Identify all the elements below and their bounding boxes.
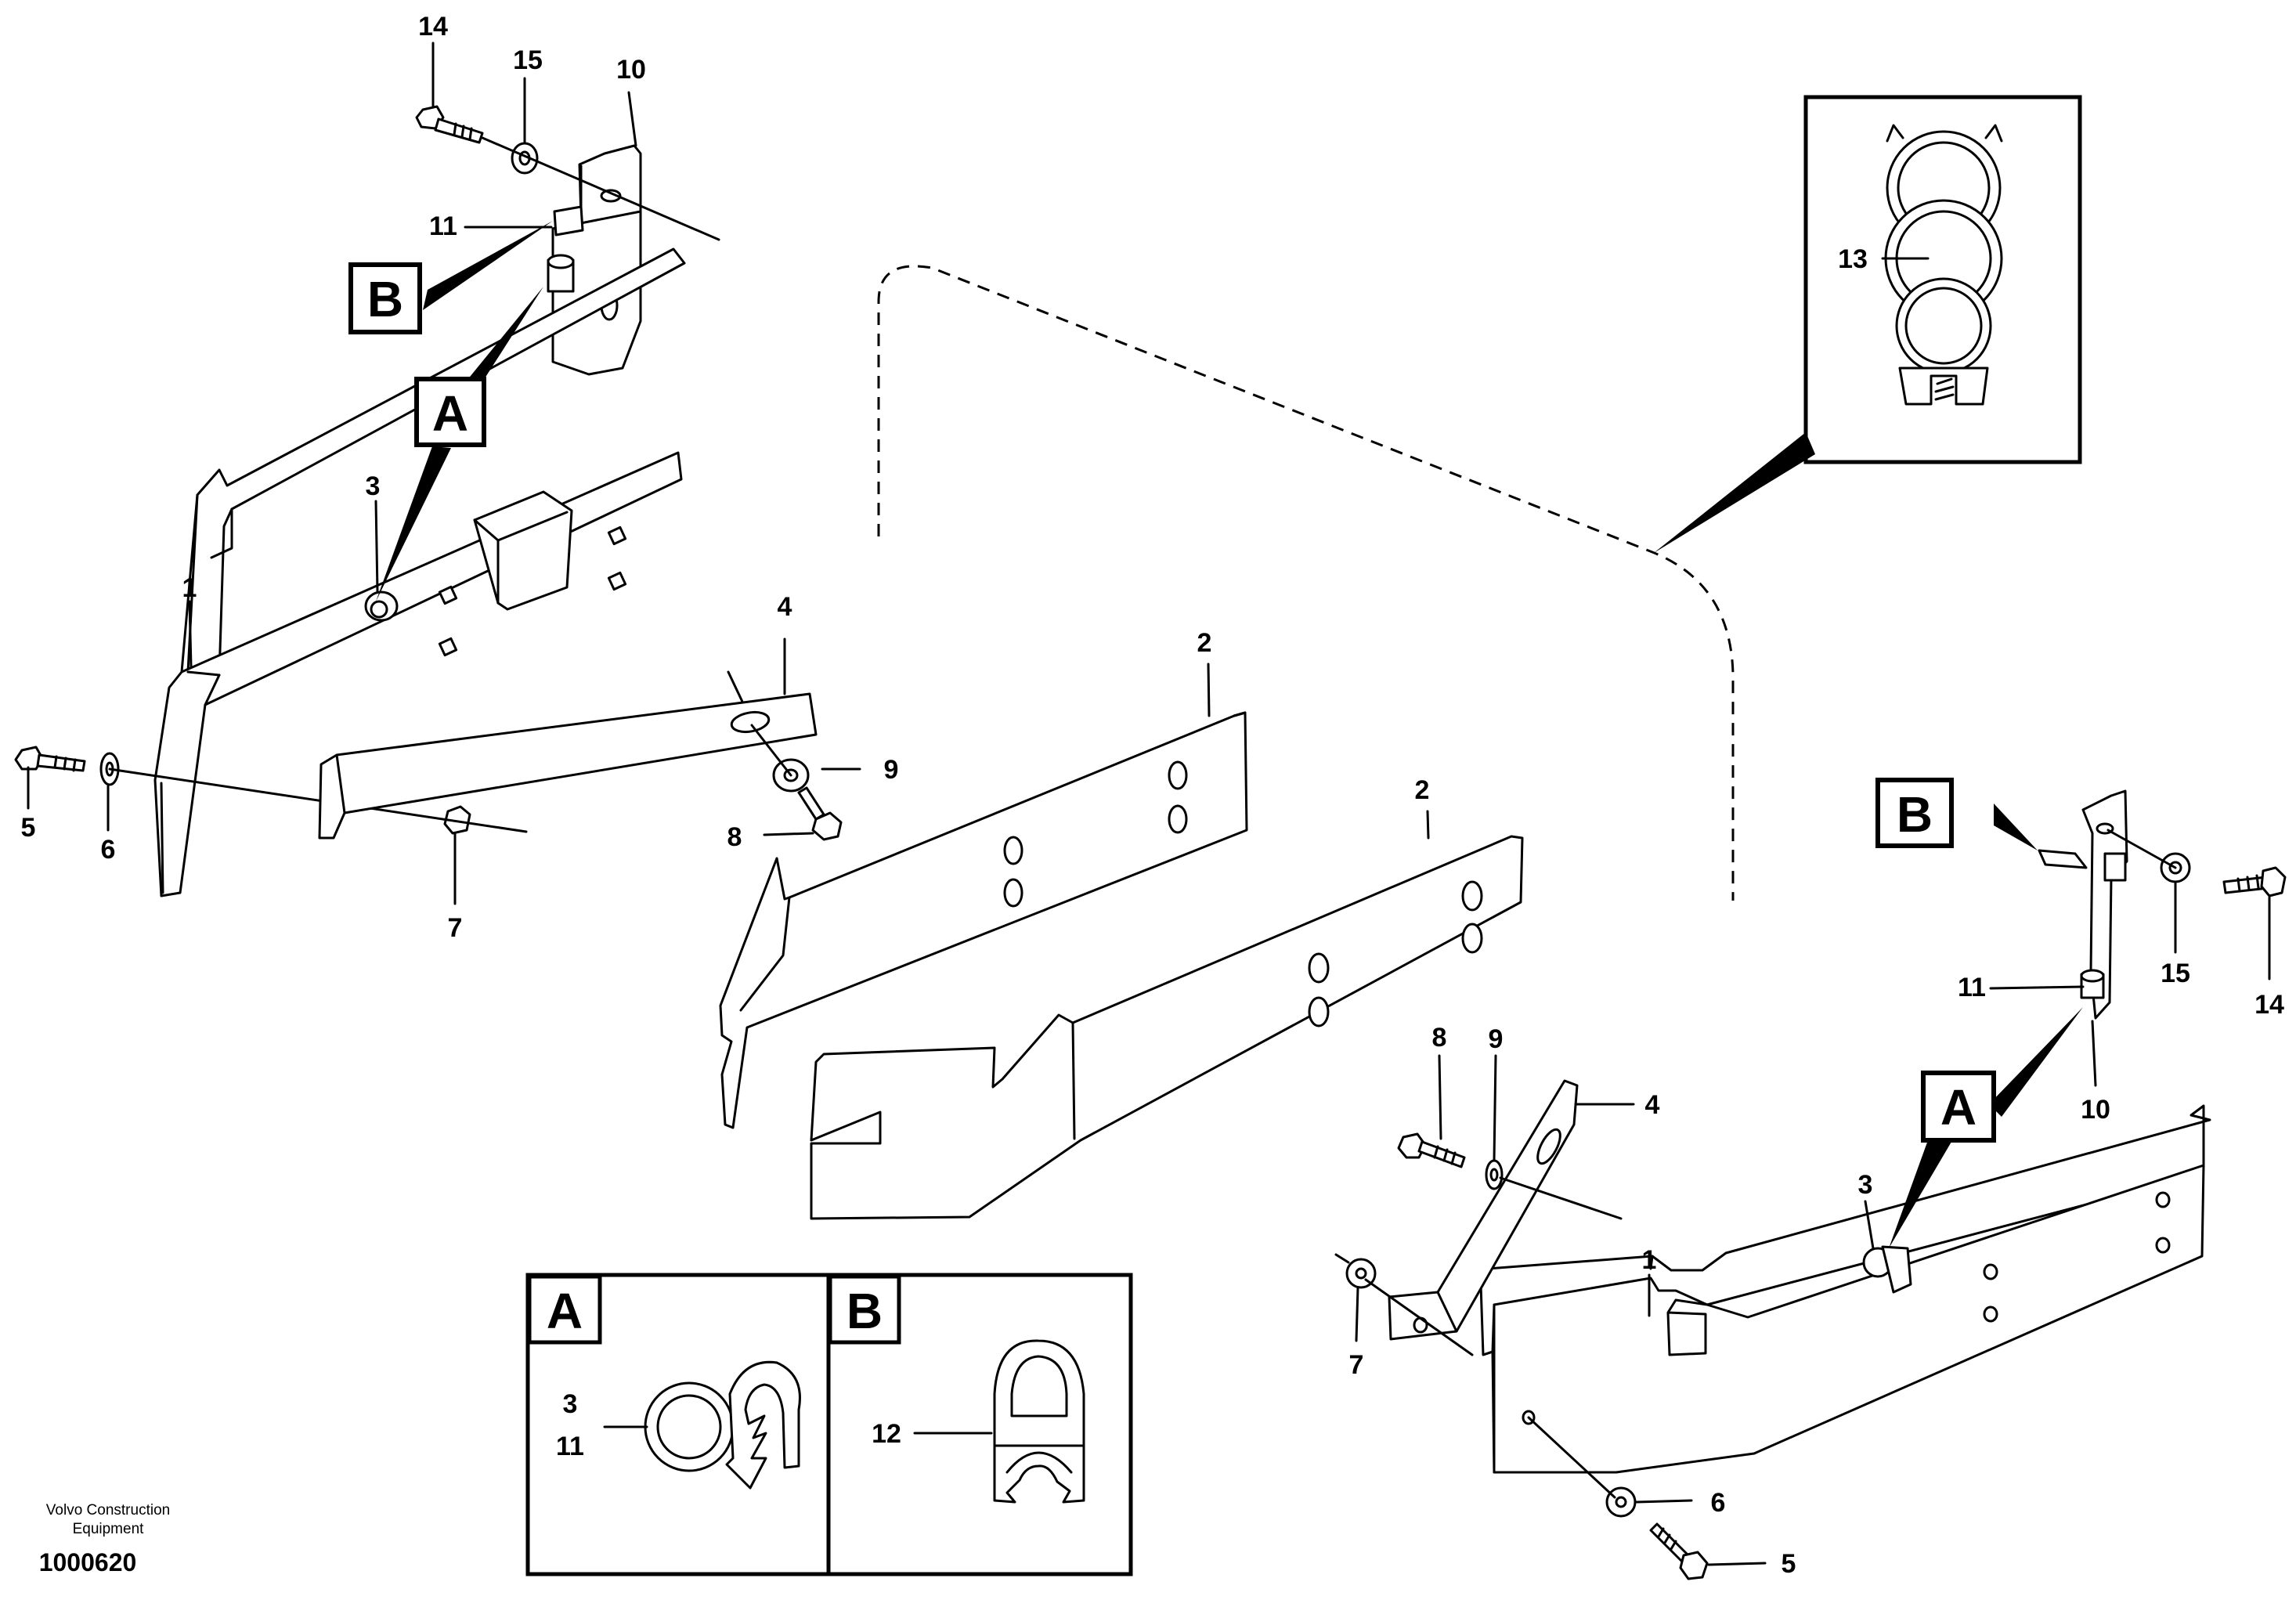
detail-box-B: B [826,1273,1133,1576]
callout-6-right: 6 [1711,1488,1726,1518]
label-B-right-text: B [1897,786,1933,843]
callout-4: 4 [778,592,792,622]
washer-6-right [1605,1486,1637,1518]
clip-3-upper [547,254,575,293]
detail-box-A: A [525,1273,831,1576]
footer: Volvo Construction Equipment 1000620 [39,1502,171,1576]
detail-box-13 [1654,95,2082,553]
plate-2-lower [810,835,1524,1220]
label-B-upper: B [348,221,553,334]
bolt-14-right [2222,866,2287,897]
right-bracket-assembly [1334,789,2287,1580]
callout-8-right: 8 [1432,1023,1447,1053]
callout-7: 7 [448,913,463,943]
callout-14: 14 [418,12,448,42]
clip-3-right [1862,1245,1912,1294]
callout-1: 1 [182,573,197,603]
washer-9-right [1485,1159,1504,1190]
drawing-number: 1000620 [39,1548,137,1576]
callout-15: 15 [513,45,543,75]
pointer-A-to-clip-3 [376,446,451,601]
brand-line-2: Equipment [73,1521,145,1537]
callout-10-right: 10 [2081,1095,2110,1125]
label-A-right: A [1889,1007,2083,1248]
clip-11 [553,205,584,237]
callout-8: 8 [727,822,742,852]
detail-box-B-letter: B [847,1283,883,1339]
callout-3-detail: 3 [563,1389,578,1419]
bolt-5-left [14,746,86,772]
callout-14-right: 14 [2254,990,2284,1020]
strut-4-left [318,670,818,840]
callout-5: 5 [21,813,36,843]
label-B-upper-text: B [367,271,403,327]
clip-A-profile [644,1360,801,1490]
grouping-dashed-outline [877,265,1735,901]
bolt-8-left [797,786,843,841]
callout-11-right: 11 [1958,973,1986,1002]
label-A-upper-text: A [432,385,468,442]
callout-9: 9 [884,755,899,785]
clip-B-profile [993,1339,1085,1504]
callout-15-right: 15 [2161,959,2190,988]
clip-13-profile [1884,124,2003,406]
clip-3-left [364,590,399,622]
label-B-right: B [1875,778,2038,850]
bracket-1-right [1478,1104,2211,1474]
bracket-10-right [2038,789,2128,1020]
detail-pointer-13 [1654,432,1815,553]
nut-7-left [443,805,471,835]
callout-7-right: 7 [1349,1350,1364,1380]
callout-1-right: 1 [1642,1245,1657,1275]
callout-2-lower: 2 [1415,775,1430,805]
left-bracket-assembly [14,247,861,905]
callout-9-right: 9 [1489,1024,1504,1054]
label-A-right-text: A [1940,1079,1977,1136]
callout-3-right: 3 [1858,1170,1873,1200]
callout-13: 13 [1838,244,1868,274]
callout-10: 10 [616,55,646,85]
callout-4-right: 4 [1645,1090,1660,1120]
callout-2-upper: 2 [1197,628,1212,658]
bolt-8-right [1397,1132,1466,1168]
brand-line-1: Volvo Construction [46,1502,170,1519]
callout-6: 6 [101,835,116,865]
callout-3: 3 [366,471,381,501]
label-A-upper: A [414,287,543,447]
assembly-axis-line [481,136,720,241]
detail-box-A-letter: A [547,1283,583,1339]
callout-5-right: 5 [1782,1549,1796,1579]
bracket-1-left [153,247,686,897]
callout-11: 11 [429,211,457,241]
callout-11-detail: 11 [556,1432,584,1461]
plate-2-upper [719,711,1248,1129]
callout-12: 12 [872,1419,901,1449]
washer-15 [511,142,539,175]
bolt-14 [415,105,484,144]
callout-labels: 14 15 10 11 3 1 4 9 8 5 6 7 2 2 13 15 14… [21,12,2284,1579]
bolt-5-right [1649,1522,1709,1580]
